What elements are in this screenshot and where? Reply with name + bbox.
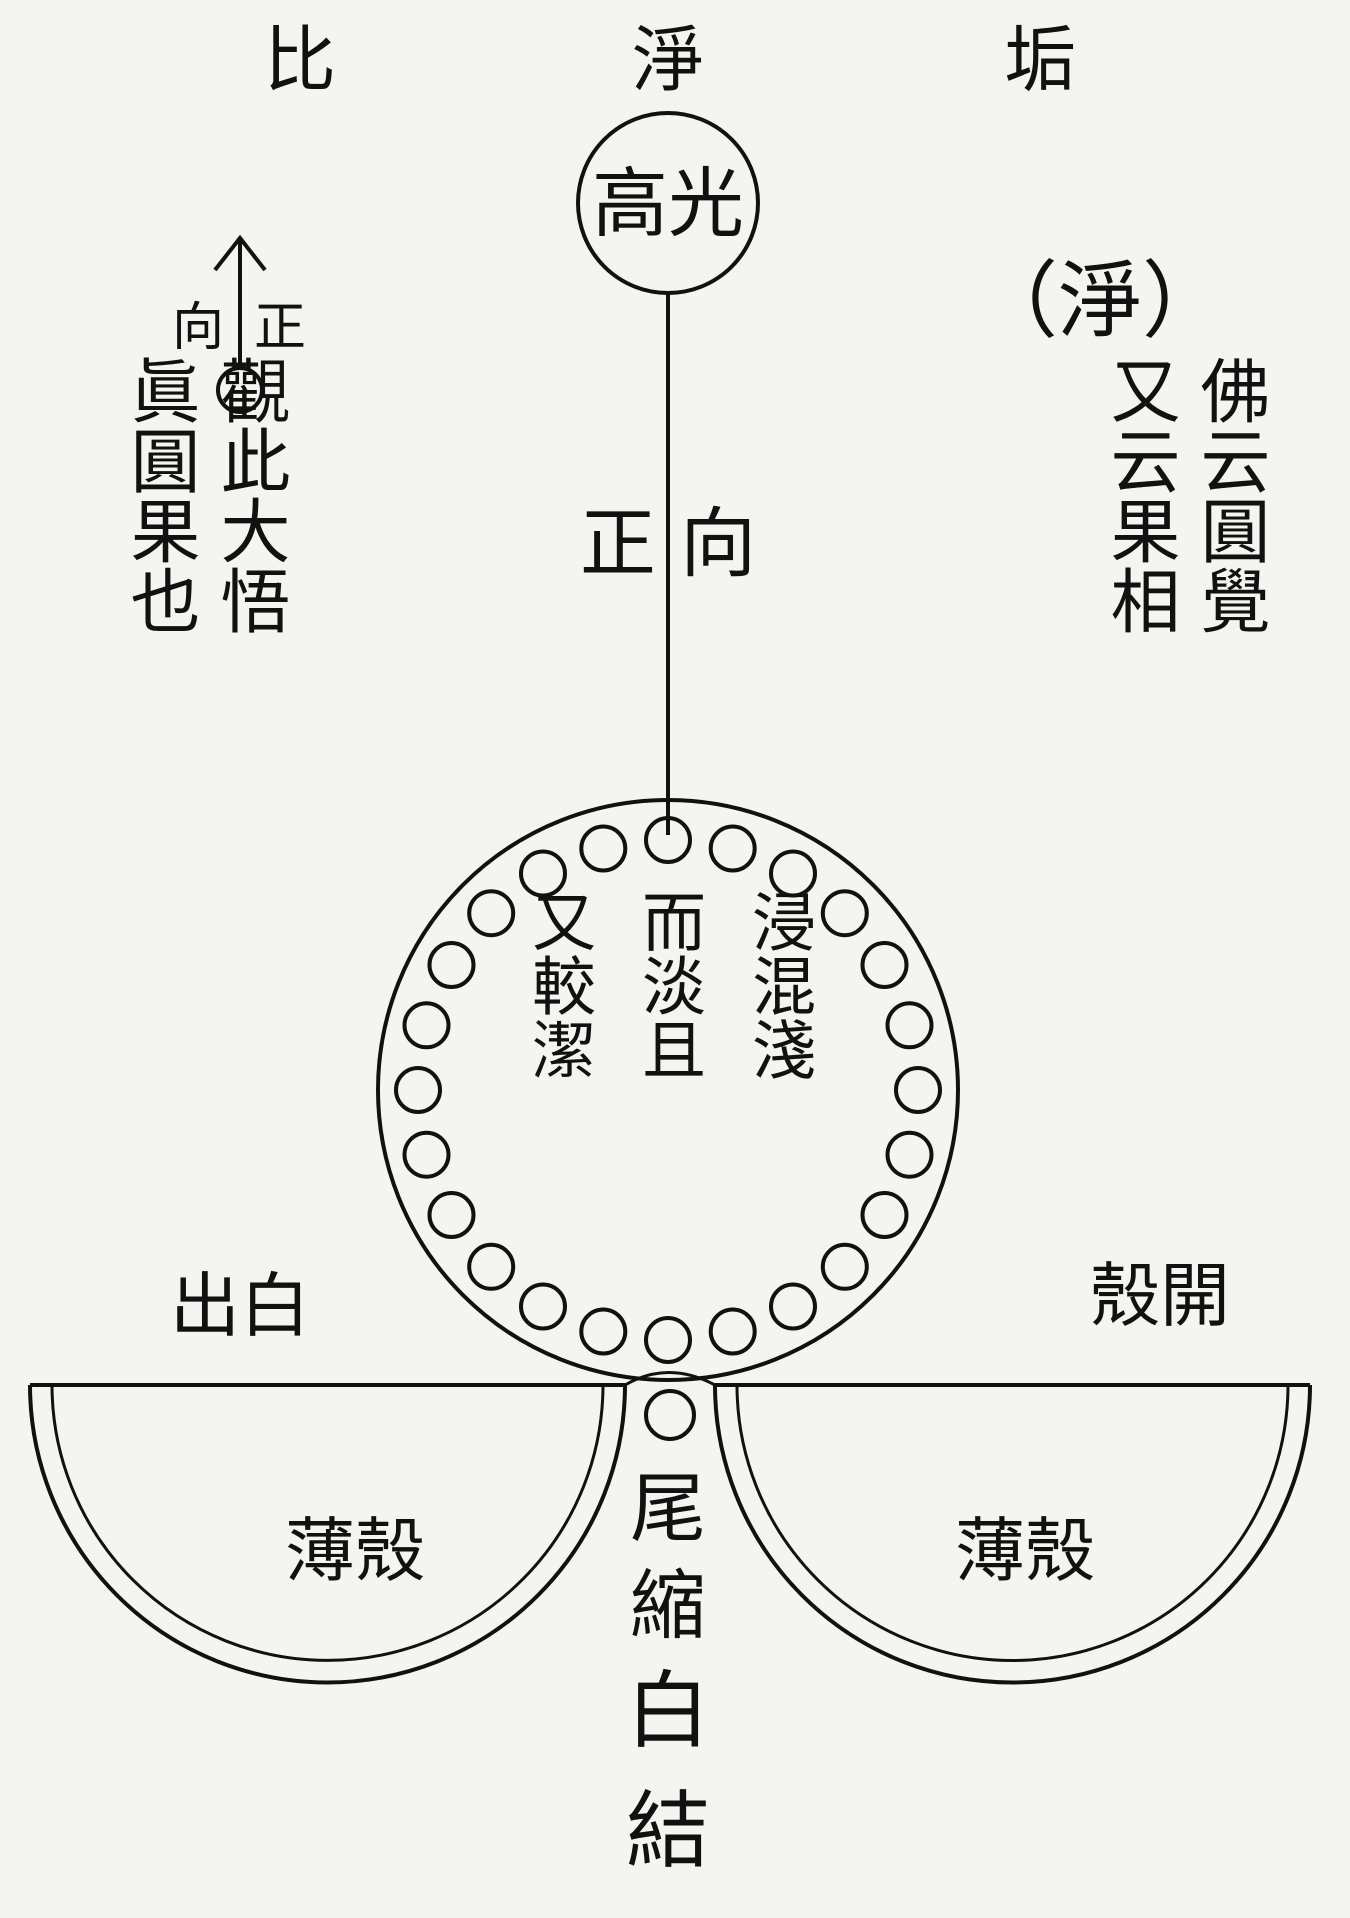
circle-text-1: 浸混淺 [741,889,815,1081]
bottom-char-2: 縮 [630,1561,706,1650]
right-label: 殼開 [1090,1255,1230,1337]
right-column-2: 又云果相 [1099,355,1181,635]
bead [820,889,869,938]
bead [402,1130,451,1179]
left-shell [28,1383,627,1685]
bead [579,824,628,873]
bead [769,849,817,898]
circle-text-2: 而淡且 [631,889,705,1081]
bead [708,824,757,873]
circle-text-3: 又較潔 [521,889,595,1081]
bottom-char-1: 尾 [630,1464,706,1553]
right-columns: 佛云圓覺 又云果相 [1099,355,1271,635]
line-label: 正 向 [580,499,756,588]
bead [769,1282,817,1331]
right-shell-label: 薄殼 [955,1510,1095,1592]
bead [885,1130,934,1179]
bead [467,1242,516,1291]
arrow-label-right: 正 [254,298,306,358]
top-right-char: 垢 [1004,18,1076,102]
bead [644,816,692,864]
bead [519,849,567,898]
bead [644,1316,692,1364]
left-columns: 觀此大悟 眞圓果也 [119,355,291,635]
bead [860,941,909,989]
bead [402,1001,451,1050]
big-circle [376,798,960,1382]
bead [427,1191,476,1239]
top-center-char: 淨 [632,18,704,102]
top-left-char: 比 [264,18,336,102]
arrow-symbol [213,234,267,414]
left-shell-label: 薄殼 [285,1510,425,1592]
bead [708,1307,757,1356]
left-column-1: 觀此大悟 [209,355,291,635]
left-label: 出白 [170,1265,310,1347]
bead [820,1242,869,1291]
bead [394,1066,442,1114]
bead [519,1282,567,1331]
bead [467,889,516,938]
bead [427,941,476,989]
right-shell [713,1383,1312,1685]
bead [885,1001,934,1050]
right-column-1: 佛云圓覺 [1189,355,1271,635]
bead [894,1066,942,1114]
top-circle-text: 高光 [592,159,744,248]
tail-bead [644,1389,696,1441]
bead [860,1191,909,1239]
tail-join [624,1371,716,1387]
bottom-char-3: 白 [626,1662,710,1760]
bead-ring [394,816,942,1364]
bottom-char-4: 結 [626,1782,710,1880]
gloss-right: （淨） [974,252,1226,350]
left-column-2: 眞圓果也 [119,355,201,635]
arrow-label-left: 向 [172,298,224,358]
bead [579,1307,628,1356]
